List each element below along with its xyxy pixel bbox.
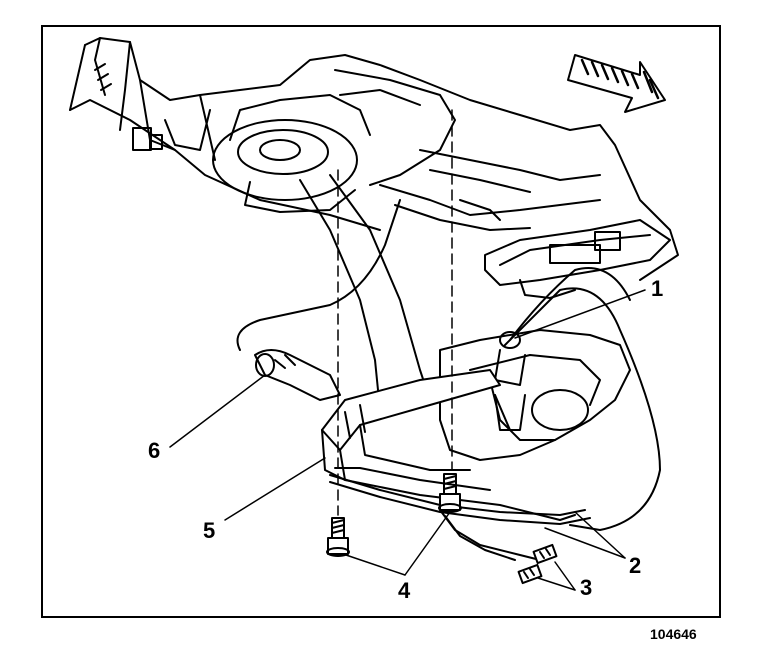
fuel-tank-shield	[321, 369, 576, 521]
bolt-guide-lines	[337, 109, 453, 516]
leader-6	[169, 374, 266, 448]
leader-3a	[554, 561, 576, 591]
spare-tire-well	[212, 69, 456, 213]
leader-2a	[574, 511, 626, 559]
leader-3b	[537, 577, 576, 591]
callout-1: 1	[651, 276, 664, 301]
underbody-floor-pan	[69, 37, 679, 281]
bolt-left-icon	[326, 517, 350, 557]
callout-5: 5	[203, 518, 216, 543]
leader-4b	[404, 511, 451, 576]
front-arrow-icon	[567, 54, 666, 113]
rear-bay	[484, 219, 671, 299]
fuel-lines	[329, 474, 591, 561]
callout-2: 2	[629, 553, 642, 578]
fuel-tank	[439, 329, 631, 461]
leader-1	[514, 289, 646, 339]
leader-4a	[345, 554, 406, 576]
leader-5	[224, 457, 326, 521]
callout-4: 4	[398, 578, 411, 603]
electrical-connectors	[517, 543, 558, 585]
callout-3: 3	[580, 575, 593, 600]
figure-frame	[41, 25, 721, 618]
leader-lines	[169, 289, 646, 591]
leader-2b	[544, 527, 626, 559]
figure-number: 104646	[650, 626, 697, 642]
bolt-right-icon	[438, 473, 462, 513]
fuel-pump-module	[494, 331, 526, 431]
vapor-line	[236, 199, 661, 531]
filler-hose	[254, 349, 341, 401]
frame-rails	[299, 149, 601, 411]
callout-6: 6	[148, 438, 161, 463]
